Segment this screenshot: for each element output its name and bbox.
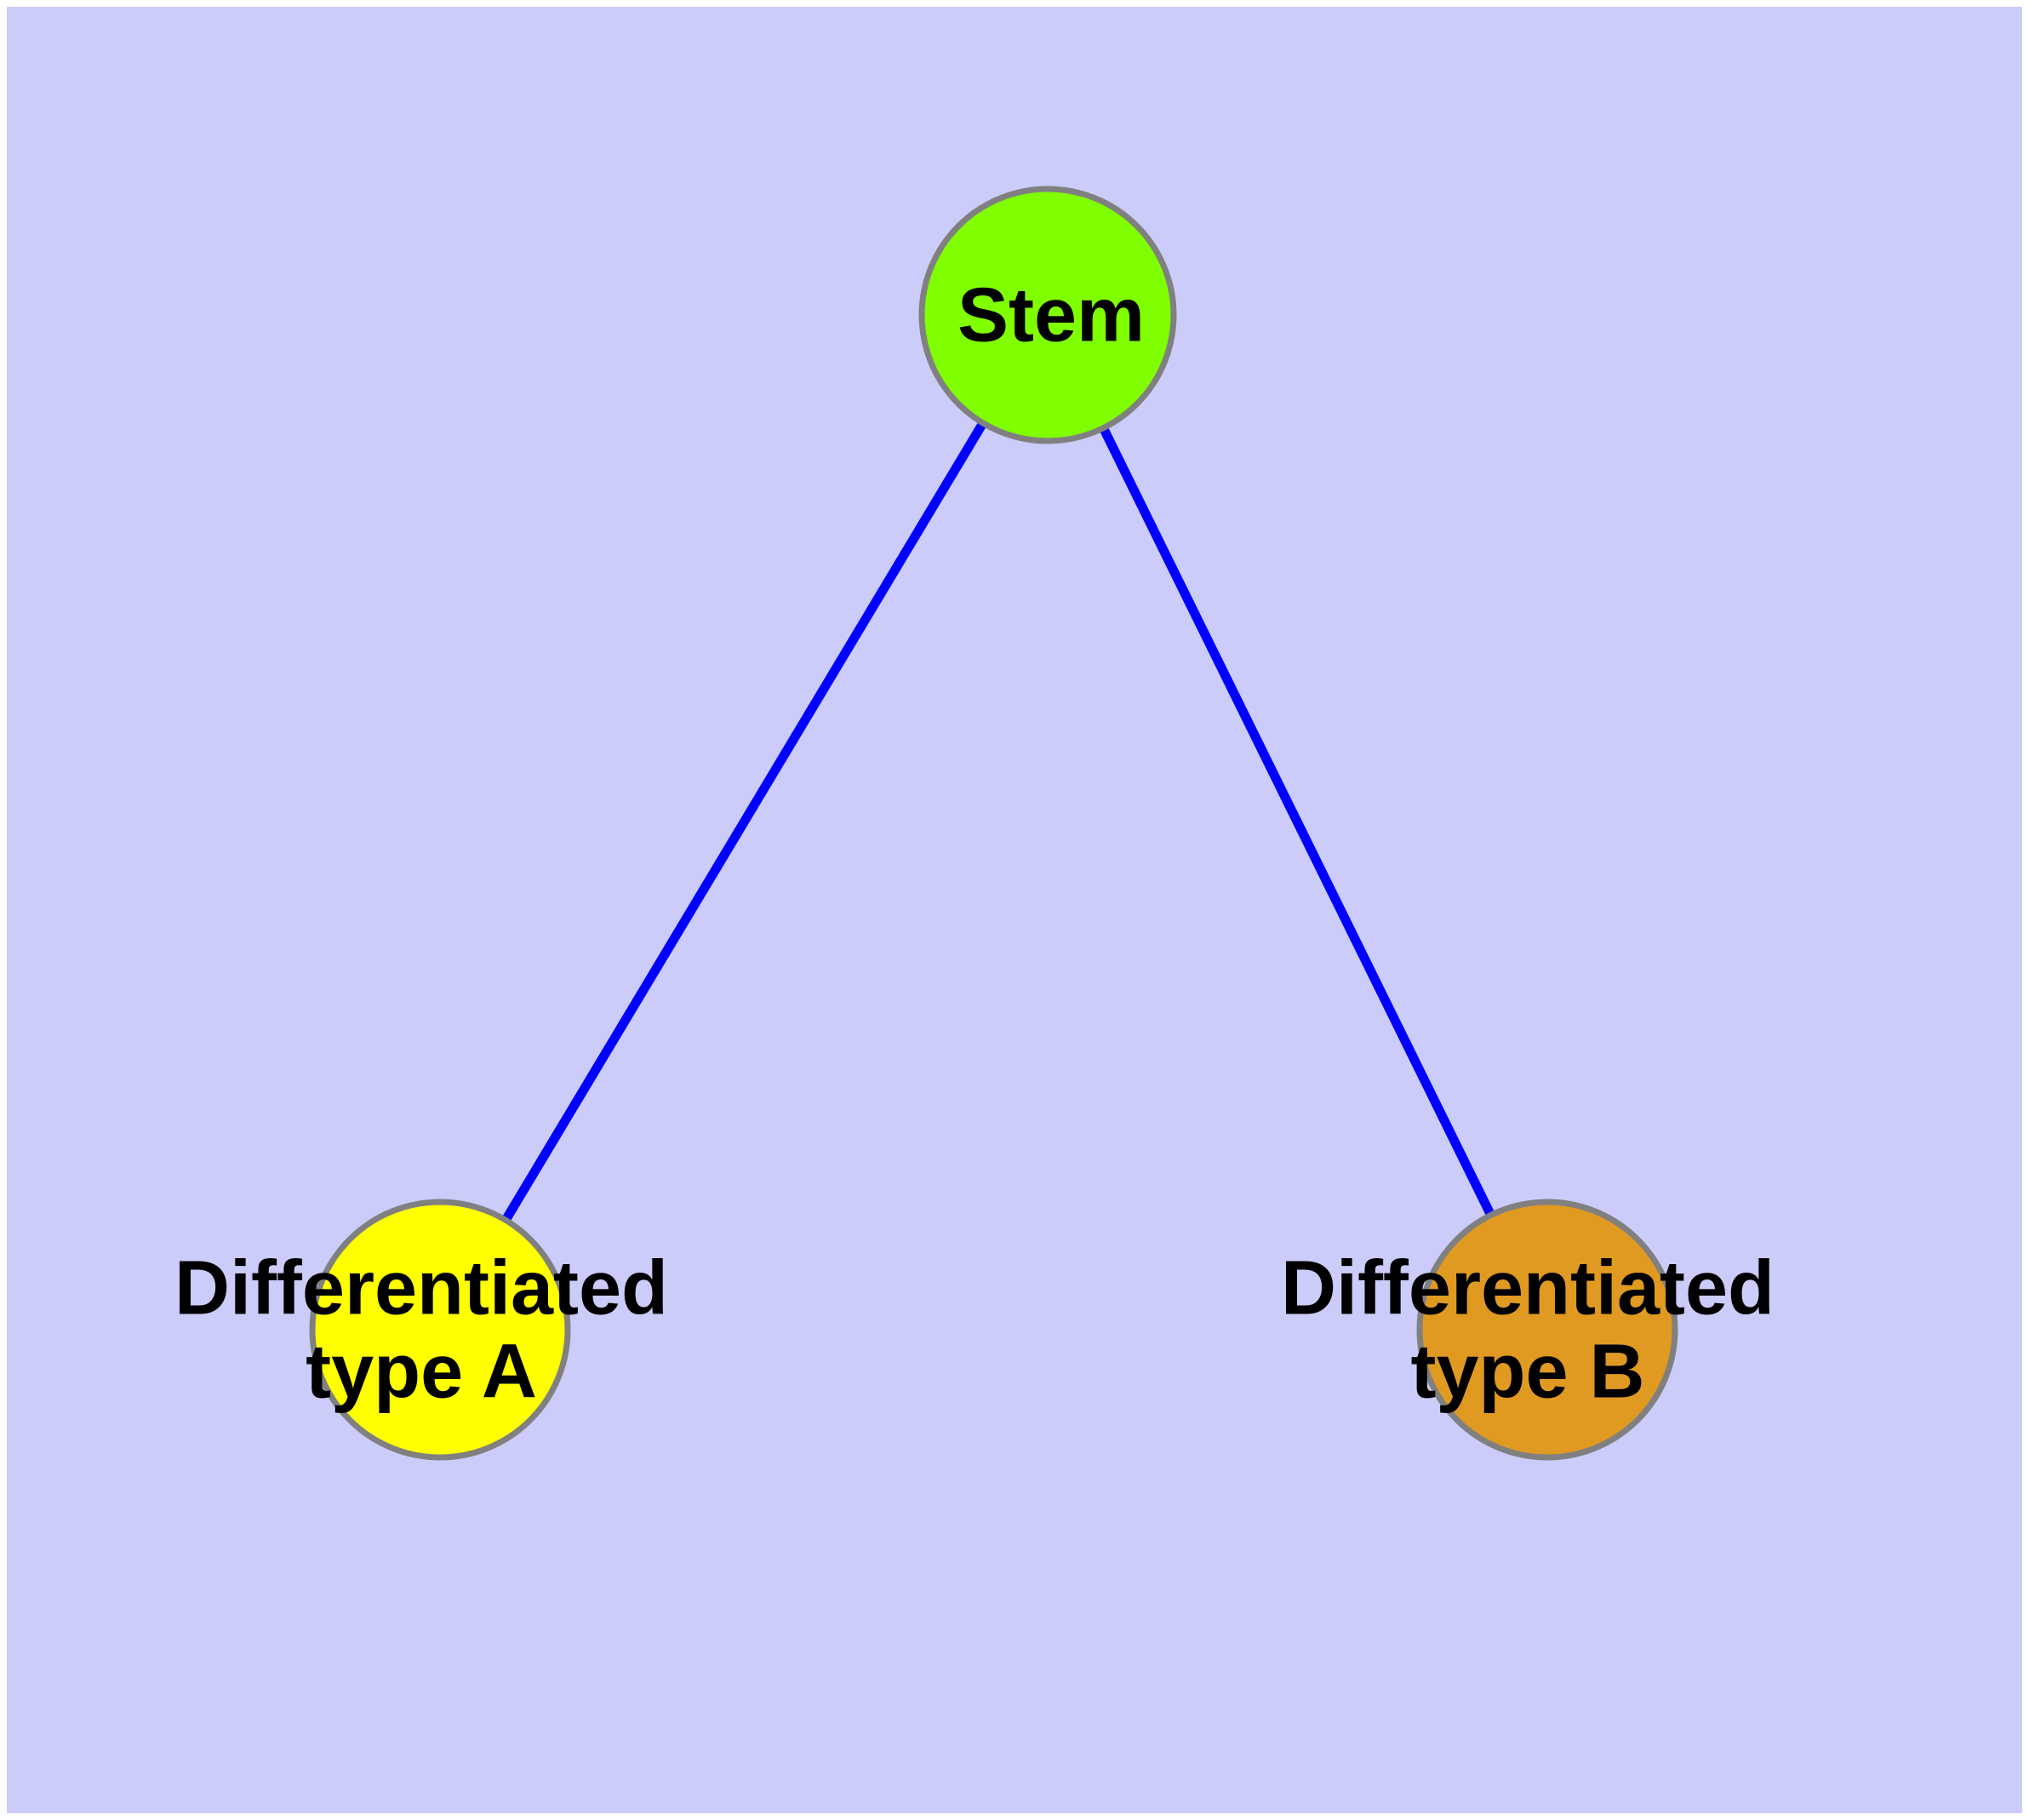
- label-line: type B: [1410, 1330, 1644, 1415]
- graph-edge: [1043, 312, 1552, 1332]
- label-line: Differentiated: [174, 1246, 668, 1331]
- node-layer: [309, 186, 1678, 1461]
- graph-node-diff_b[interactable]: [1416, 1199, 1678, 1461]
- graph-edge: [436, 312, 1052, 1332]
- graph-node-diff_a[interactable]: [309, 1199, 571, 1461]
- edge-layer: [436, 312, 1552, 1332]
- label-line: Stem: [957, 273, 1145, 358]
- label-line: type A: [306, 1330, 537, 1415]
- graph-node-stem[interactable]: [918, 186, 1177, 444]
- graph-node-label-stem: Stem: [957, 273, 1145, 358]
- label-line: Differentiated: [1281, 1246, 1775, 1331]
